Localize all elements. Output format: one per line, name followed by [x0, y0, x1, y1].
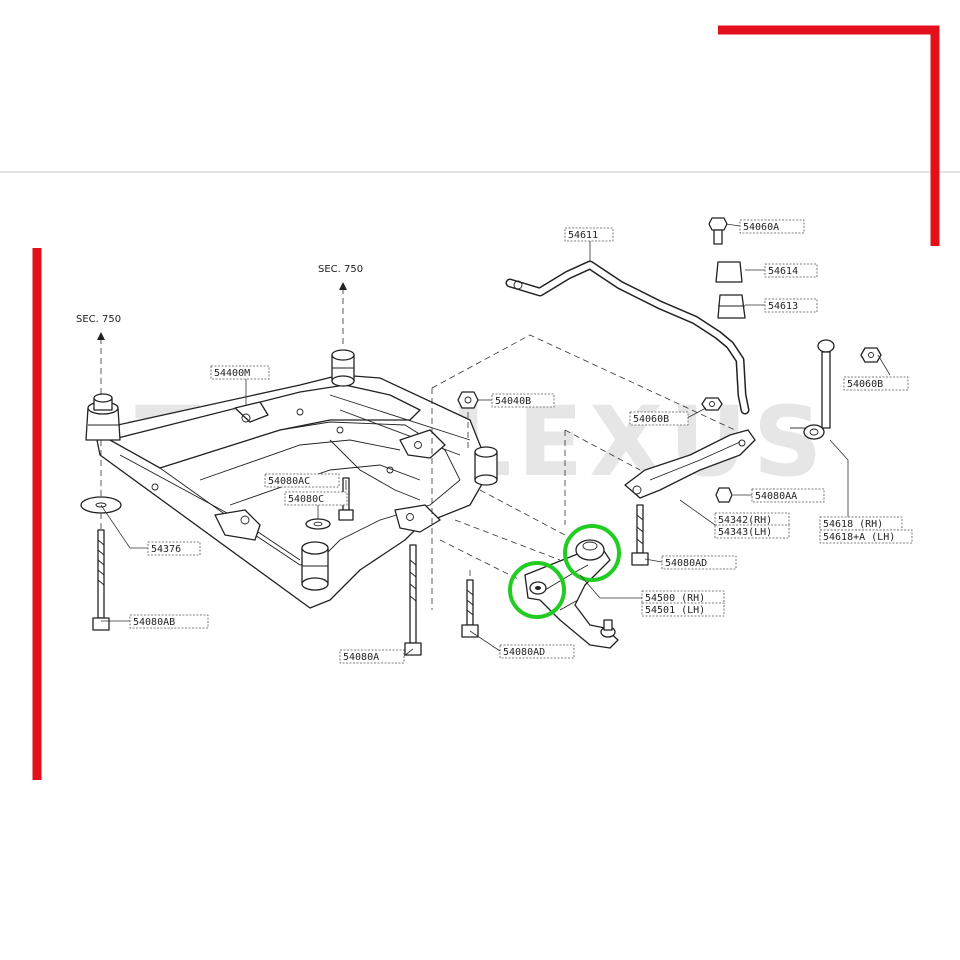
svg-text:54618+A (LH): 54618+A (LH) [823, 532, 895, 543]
sec-label-left: SEC. 750 [76, 314, 121, 325]
label-54080c: 54080C [284, 491, 348, 506]
svg-text:54060A: 54060A [743, 222, 779, 233]
label-54376: 54376 [147, 541, 201, 556]
label-54400m: 54400M [210, 365, 270, 380]
svg-text:54614: 54614 [768, 266, 798, 277]
svg-text:54080AA: 54080AA [755, 491, 797, 502]
subframe-bushing-right [474, 446, 498, 486]
svg-text:54080AC: 54080AC [268, 476, 310, 487]
sec-arrow-top: SEC. 750 [318, 264, 363, 345]
nut-54040b [457, 391, 479, 409]
sec-label-top: SEC. 750 [318, 264, 363, 275]
label-54060b-right: 54060B [843, 376, 909, 391]
label-54080aa: 54080AA [751, 488, 825, 503]
nut-54060b-right [860, 347, 882, 363]
label-54613: 54613 [764, 298, 818, 313]
svg-text:54080AD: 54080AD [503, 647, 545, 658]
label-54618: 54618 (RH) [819, 516, 903, 531]
label-54060b-left: 54060B [629, 411, 689, 426]
label-54040b: 54040B [491, 393, 555, 408]
subframe-bushing-left [85, 393, 121, 441]
svg-text:54618 (RH): 54618 (RH) [823, 519, 883, 530]
washer-54080c [305, 518, 331, 530]
label-54080ad-lower: 54080AD [499, 644, 575, 659]
bolt-54080ab [92, 529, 110, 631]
svg-text:54613: 54613 [768, 301, 798, 312]
svg-text:54080A: 54080A [343, 652, 379, 663]
svg-text:54080AD: 54080AD [665, 558, 707, 569]
label-54501: 54501 (LH) [641, 602, 725, 617]
front-suspension-member [94, 374, 491, 609]
svg-text:54501 (LH): 54501 (LH) [645, 605, 705, 616]
highlight-rear-bushing [563, 524, 621, 582]
svg-text:54080C: 54080C [288, 494, 324, 505]
subframe-bushing-rear [331, 349, 355, 387]
svg-text:54376: 54376 [151, 544, 181, 555]
sec-arrow-left: SEC. 750 [76, 314, 121, 395]
highlight-front-bushing [508, 561, 566, 619]
svg-text:54611: 54611 [568, 230, 598, 241]
label-54614: 54614 [764, 263, 818, 278]
label-54343: 54343(LH) [714, 524, 790, 539]
label-54611: 54611 [564, 227, 614, 242]
svg-text:54400M: 54400M [214, 368, 250, 379]
svg-text:54342(RH): 54342(RH) [718, 515, 772, 526]
label-54080ab: 54080AB [129, 614, 209, 629]
subframe-bushing-front [301, 541, 329, 591]
bolt-54080ad-upper [631, 504, 649, 566]
label-54342: 54342(RH) [714, 512, 790, 527]
stabilizer-bar [505, 260, 750, 415]
svg-text:54060B: 54060B [847, 379, 883, 390]
label-54080ac: 54080AC [264, 473, 340, 488]
bolt-54080a [404, 544, 422, 656]
svg-text:54343(LH): 54343(LH) [718, 527, 772, 538]
stabilizer-link [790, 339, 835, 440]
label-54500: 54500 (RH) [641, 590, 725, 605]
bolt-54080aa [715, 487, 733, 503]
label-54080ad-upper: 54080AD [661, 555, 737, 570]
label-54618a: 54618+A (LH) [819, 529, 913, 544]
svg-text:54060B: 54060B [633, 414, 669, 425]
stabilizer-clamp [715, 261, 746, 319]
label-54080a: 54080A [339, 649, 405, 664]
red-corner-top-right [718, 25, 940, 246]
svg-text:54080AB: 54080AB [133, 617, 175, 628]
svg-text:54500 (RH): 54500 (RH) [645, 593, 705, 604]
svg-text:54040B: 54040B [495, 396, 531, 407]
bolt-54080ad-lower [461, 579, 479, 638]
lower-control-arm [524, 539, 619, 649]
bolt-54060a [708, 217, 728, 245]
nut-54060b-left [701, 397, 723, 411]
label-54060a: 54060A [739, 219, 805, 234]
reinforcement-bracket [624, 429, 756, 499]
